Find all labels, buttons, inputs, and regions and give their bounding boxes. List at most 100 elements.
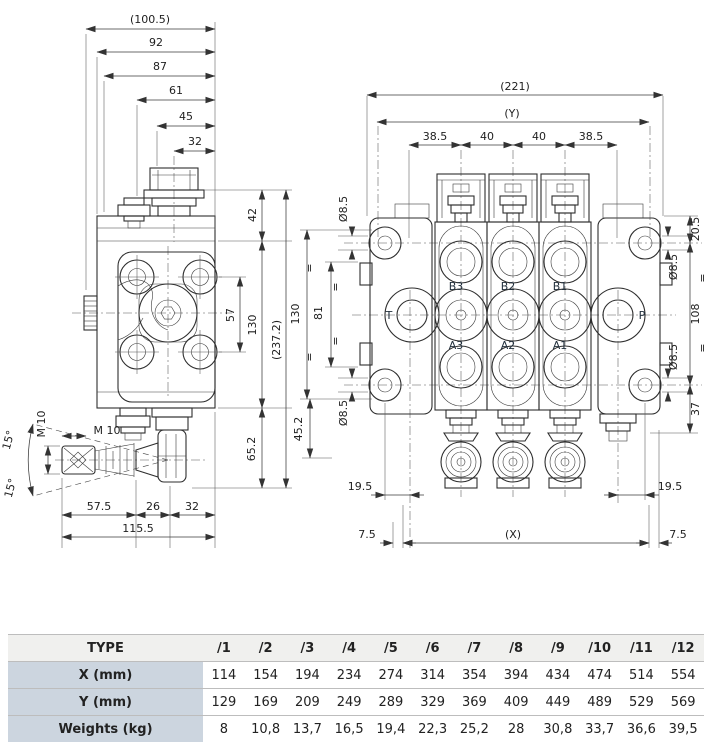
- angle-up-label: 15°: [0, 429, 17, 451]
- x-value: 394: [495, 661, 537, 689]
- port-label-p: P: [639, 309, 646, 322]
- actuator-1: [436, 173, 486, 223]
- y-value: 249: [328, 688, 370, 716]
- table-row-weights: Weights (kg) 8 10,8 13,7 16,5 19,4 22,3 …: [8, 715, 704, 742]
- x-value: 434: [537, 661, 579, 689]
- right-bottom-dimensions: 19.5 19.5 7.5 (X) 7.5: [348, 403, 687, 548]
- col-header-5: /5: [370, 634, 412, 662]
- bolt-bosses: [115, 255, 222, 374]
- dim-87: 87: [153, 60, 167, 73]
- right-side-dimensions: 20.5 Ø8.5 108 = = Ø8.5 37: [650, 215, 709, 434]
- dimensions-table-wrapper: TYPE /1 /2 /3 /4 /5 /6 /7 /8 /9 /10 /11 …: [8, 634, 704, 742]
- col-header-10: /10: [578, 634, 621, 662]
- equal-mark-left-outer-bottom: =: [303, 352, 316, 361]
- hole-dia-left-bottom: Ø8.5: [337, 400, 350, 426]
- table-header-row: TYPE /1 /2 /3 /4 /5 /6 /7 /8 /9 /10 /11 …: [8, 634, 704, 662]
- table-row-y: Y (mm) 129 169 209 249 289 329 369 409 4…: [8, 688, 704, 716]
- weight-value: 30,8: [537, 715, 579, 742]
- row-label-x: X (mm): [8, 661, 203, 689]
- weight-value: 39,5: [662, 715, 704, 742]
- x-value: 154: [244, 661, 287, 689]
- thread-label-horizontal: M 10: [94, 424, 121, 437]
- port-label-a2: A2: [501, 339, 516, 352]
- weight-value: 25,2: [453, 715, 496, 742]
- col-header-7: /7: [453, 634, 496, 662]
- left-top-dimensions: (100.5) 92 87 61 45 32: [85, 13, 216, 290]
- weight-value: 10,8: [244, 715, 287, 742]
- weight-value: 28: [495, 715, 537, 742]
- y-value: 489: [578, 688, 621, 716]
- dim-19-5-right: 19.5: [658, 480, 683, 493]
- col-header-8: /8: [495, 634, 537, 662]
- col-header-4: /4: [328, 634, 370, 662]
- angle-down-label: 15°: [2, 477, 20, 499]
- y-value: 529: [620, 688, 663, 716]
- y-value: 449: [537, 688, 579, 716]
- control-lever: [61, 442, 159, 478]
- equal-mark-right-top: =: [696, 273, 709, 282]
- equal-mark-left-inner-top: =: [329, 282, 342, 291]
- dim-65-2: 65.2: [245, 437, 258, 462]
- dim-y: (Y): [504, 107, 519, 120]
- weight-value: 33,7: [578, 715, 621, 742]
- dim-26: 26: [146, 500, 160, 513]
- left-view: (100.5) 92 87 61 45 32 57 42 130 65.2 (2…: [0, 13, 292, 548]
- col-header-3: /3: [286, 634, 329, 662]
- technical-drawing: (100.5) 92 87 61 45 32 57 42 130 65.2 (2…: [0, 13, 709, 548]
- y-value: 129: [203, 688, 245, 716]
- y-value: 569: [662, 688, 704, 716]
- col-header-9: /9: [537, 634, 579, 662]
- weight-value: 22,3: [411, 715, 454, 742]
- dim-7-5-right: 7.5: [669, 528, 687, 541]
- dim-overall-width: (100.5): [130, 13, 170, 26]
- hole-dia-right-top: Ø8.5: [667, 254, 680, 280]
- port-label-a1: A1: [553, 339, 568, 352]
- dim-overall-height: (237.2): [270, 320, 283, 360]
- dim-sec-40-left: 40: [480, 130, 494, 143]
- central-boss: [138, 283, 198, 343]
- dim-20-5: 20.5: [689, 217, 702, 242]
- hole-dia-left-top: Ø8.5: [337, 196, 350, 222]
- outlet-plate: [590, 203, 673, 442]
- dim-37: 37: [689, 402, 702, 416]
- port-label-a3: A3: [449, 339, 464, 352]
- weight-value: 36,6: [620, 715, 663, 742]
- dim-130-left: 130: [246, 315, 259, 336]
- row-label-y: Y (mm): [8, 688, 203, 716]
- left-view-vertical-dimensions: 57 42 130 65.2 (237.2): [192, 189, 292, 489]
- weight-value: 19,4: [370, 715, 412, 742]
- y-value: 369: [453, 688, 496, 716]
- lever-swing-rays: [27, 423, 169, 497]
- spool-actuators: [436, 173, 590, 223]
- actuator-2: [488, 173, 538, 223]
- dim-42: 42: [246, 208, 259, 222]
- row-label-weights: Weights (kg): [8, 715, 203, 742]
- col-header-12: /12: [662, 634, 704, 662]
- dim-19-5-left: 19.5: [348, 480, 373, 493]
- x-value: 314: [411, 661, 454, 689]
- weight-value: 8: [203, 715, 245, 742]
- table-row-x: X (mm) 114 154 194 234 274 314 354 394 4…: [8, 661, 704, 689]
- dim-32-bottom: 32: [185, 500, 199, 513]
- dim-32-top: 32: [188, 135, 202, 148]
- left-bottom-dimensions: 57.5 26 32 115.5: [61, 412, 216, 548]
- spool-end-knobs: [440, 409, 586, 489]
- top-cap-assembly: [117, 167, 205, 229]
- dim-45: 45: [179, 110, 193, 123]
- hole-dia-right-bottom: Ø8.5: [667, 344, 680, 370]
- dim-221: (221): [500, 80, 530, 93]
- dim-108: 108: [689, 304, 702, 325]
- equal-mark-left-inner-bottom: =: [329, 336, 342, 345]
- weight-value: 13,7: [286, 715, 329, 742]
- inlet-plate: [359, 203, 440, 415]
- dim-sec-40-right: 40: [532, 130, 546, 143]
- dim-45-2: 45.2: [292, 417, 305, 442]
- dimensions-table: TYPE /1 /2 /3 /4 /5 /6 /7 /8 /9 /10 /11 …: [8, 634, 704, 742]
- weight-value: 16,5: [328, 715, 370, 742]
- left-side-dimensions: Ø8.5 130 81 = = = = Ø8.5 45.2: [289, 196, 372, 459]
- right-view-centerlines: [344, 126, 702, 548]
- col-header-2: /2: [244, 634, 287, 662]
- dim-sec-38-5-left: 38.5: [423, 130, 448, 143]
- x-value: 234: [328, 661, 370, 689]
- port-labels: T P B3 B2 B1 A3 A2 A1: [385, 280, 646, 352]
